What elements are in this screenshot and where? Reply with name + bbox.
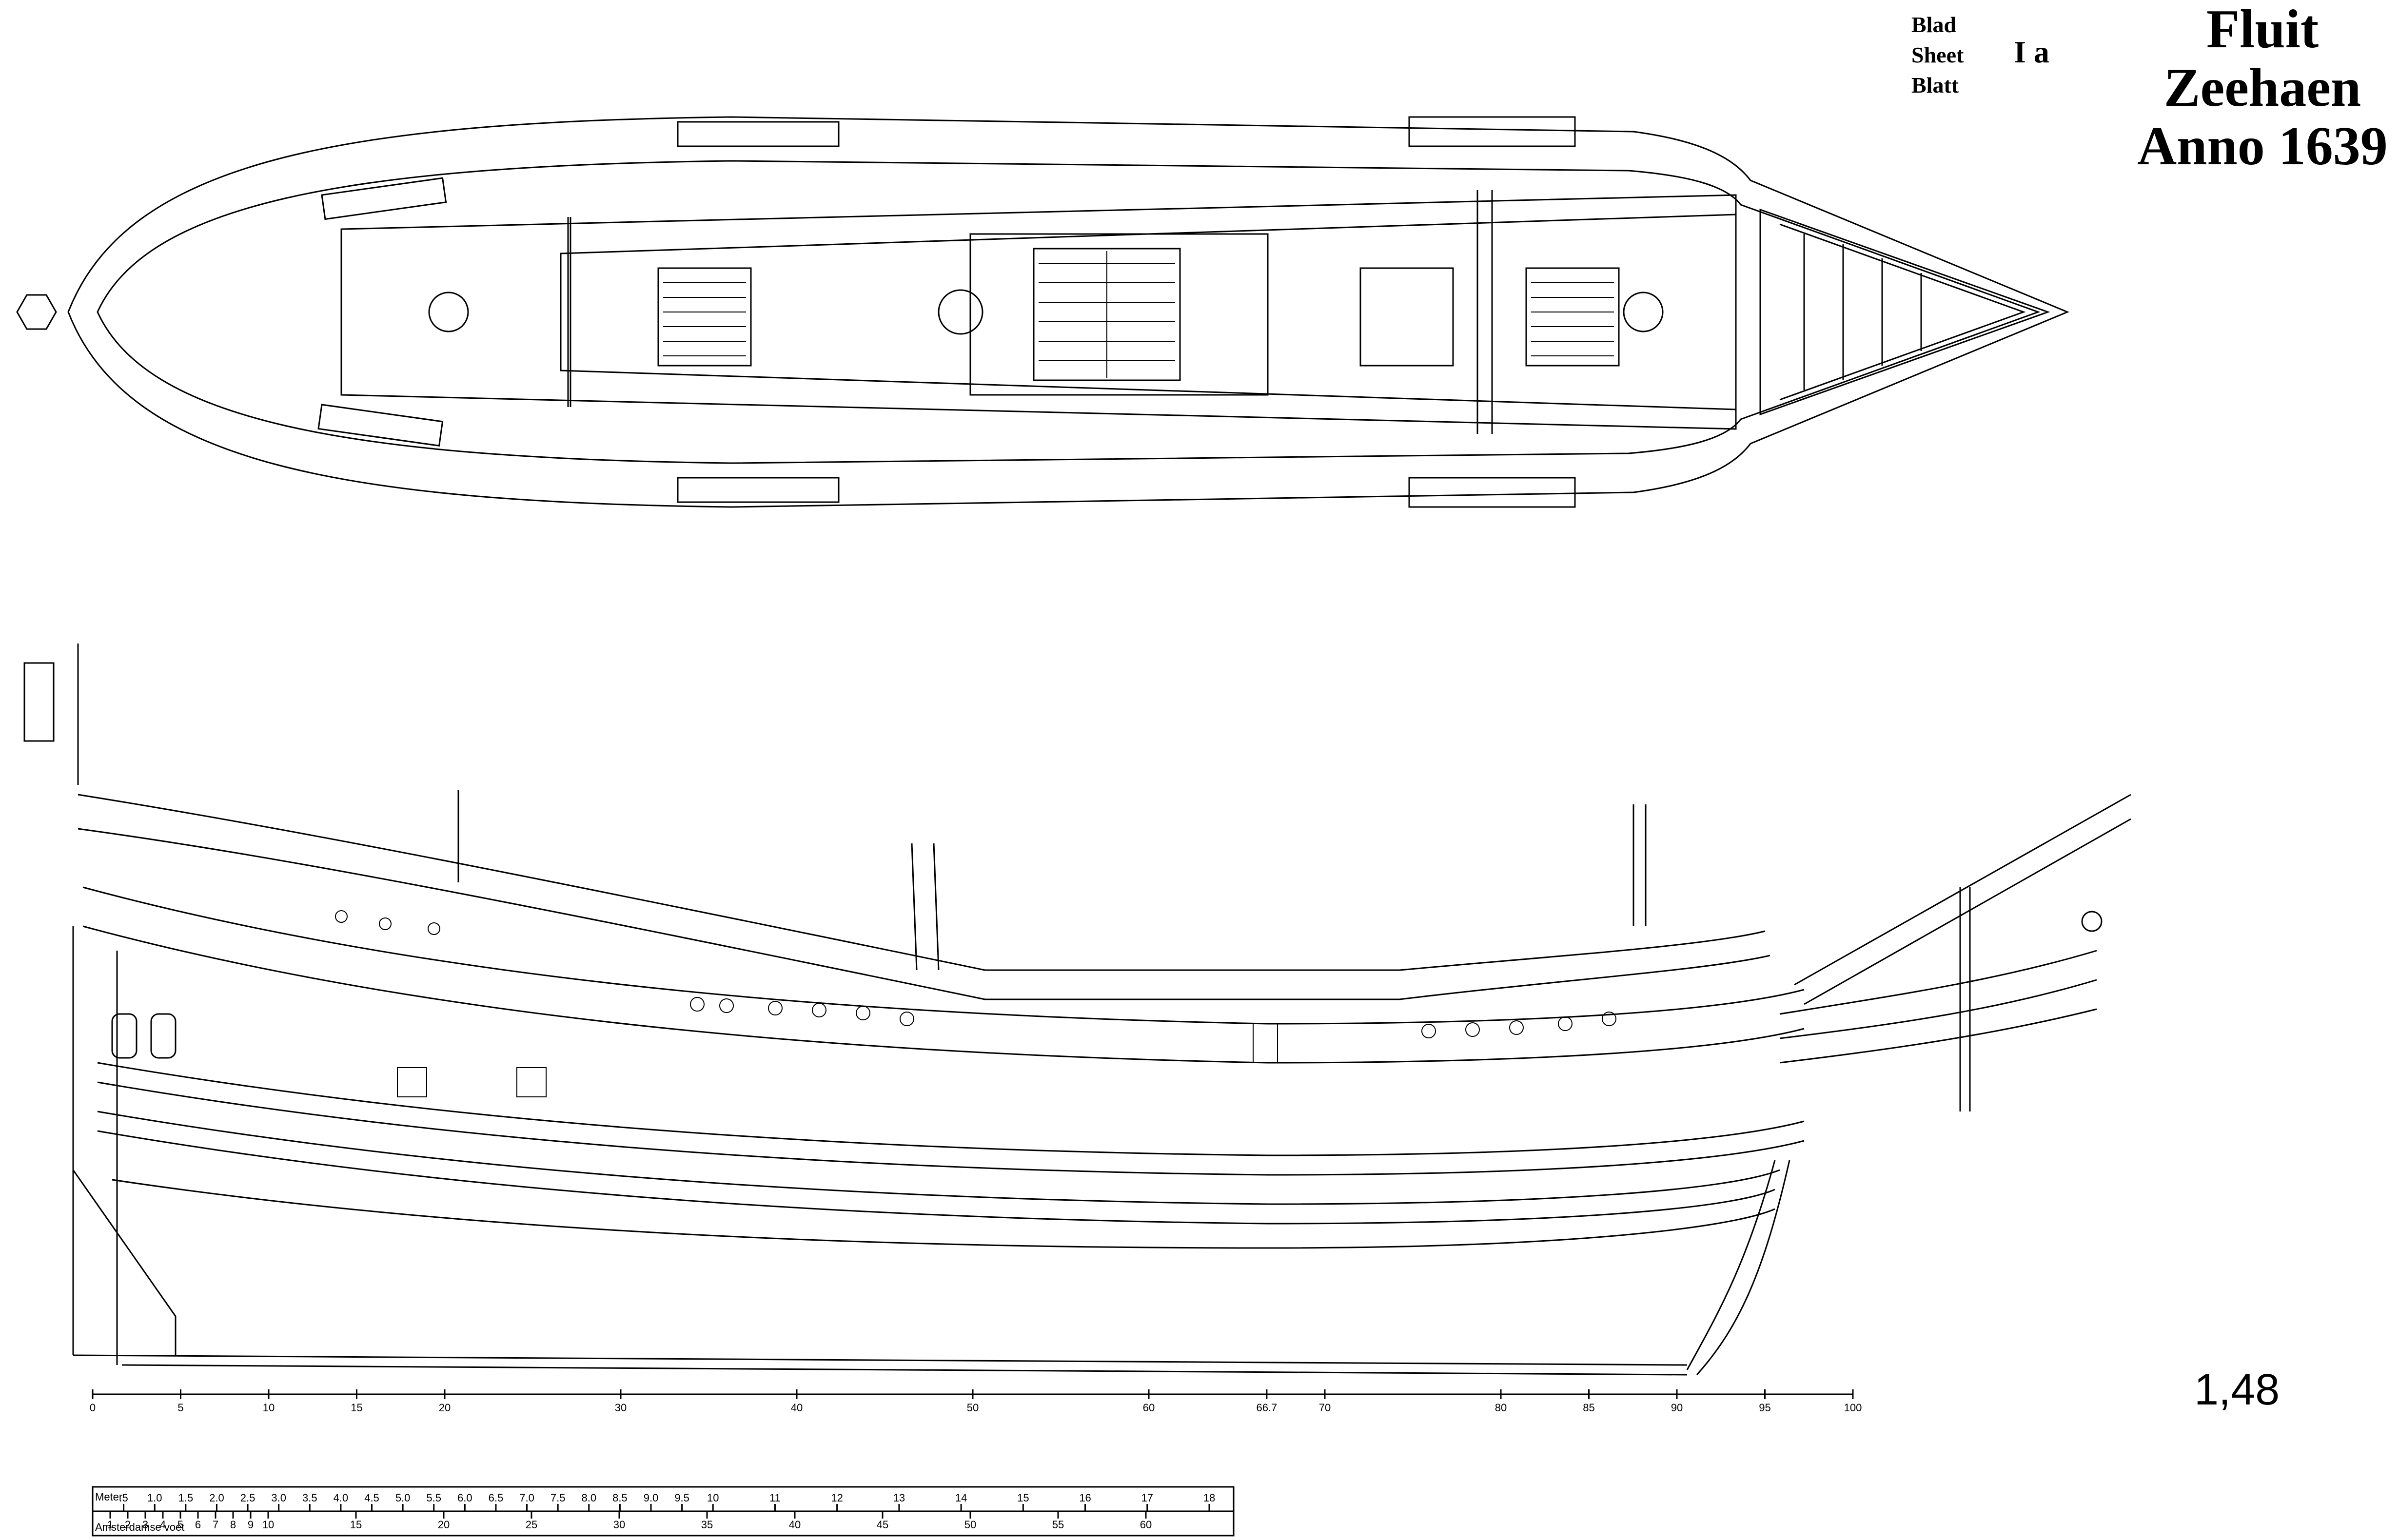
voet-tick-label: 3 <box>142 1519 148 1531</box>
scale-bar <box>92 1486 1235 1537</box>
hull-tick-label: 95 <box>1759 1402 1770 1414</box>
sheet-label-de: Blatt <box>1911 73 1959 97</box>
voet-tick-label: 6 <box>195 1519 201 1531</box>
meter-tick-label: 4.5 <box>364 1492 379 1504</box>
voet-tick-label: 1 <box>107 1519 113 1531</box>
sheet-label-nl: Blad <box>1911 12 1957 37</box>
meter-tick-label: 14 <box>955 1492 967 1504</box>
hull-tick-label: 70 <box>1319 1402 1331 1414</box>
meter-tick-label: 3.0 <box>271 1492 286 1504</box>
title-year: Anno 1639 <box>2137 116 2388 176</box>
meter-tick-label: .5 <box>119 1492 128 1504</box>
meter-tick-label: 15 <box>1017 1492 1029 1504</box>
voet-tick-label: 45 <box>877 1519 888 1531</box>
meter-tick-label: 18 <box>1203 1492 1215 1504</box>
title-name: Zeehaen <box>2163 58 2361 118</box>
sheet-number: I a <box>2014 35 2049 69</box>
voet-tick-label: 10 <box>262 1519 274 1531</box>
scale-bar-top-label: Meter <box>95 1491 122 1503</box>
meter-tick-group: .5 1.0 1.5 2.0 2.5 3.0 3.5 4.0 4.5 5.0 5.5 6.0 6.5 7.… <box>119 1492 1215 1511</box>
voet-tick-label: 60 <box>1140 1519 1152 1531</box>
hull-tick-label: 85 <box>1583 1402 1594 1414</box>
hull-tick-group: 0 5 10 15 20 30 40 50 60 66.7 70 80 85 90 95 100 <box>90 1389 1862 1414</box>
voet-tick-label: 4 <box>160 1519 166 1531</box>
hull-tick-label: 15 <box>351 1402 362 1414</box>
meter-tick-label: 9.0 <box>644 1492 659 1504</box>
voet-tick-label: 15 <box>350 1519 362 1531</box>
voet-tick-label: 40 <box>789 1519 801 1531</box>
hull-tick-label: 100 <box>1844 1402 1862 1414</box>
meter-tick-label: 3.5 <box>302 1492 317 1504</box>
meter-tick-label: 11 <box>769 1492 781 1504</box>
hull-tick-label: 0 <box>90 1402 96 1414</box>
voet-tick-label: 20 <box>438 1519 450 1531</box>
meter-tick-label: 1.5 <box>178 1492 194 1504</box>
meter-tick-label: 2.0 <box>209 1492 224 1504</box>
hull-tick-label: 40 <box>791 1402 803 1414</box>
meter-tick-label: 7.0 <box>519 1492 534 1504</box>
meter-tick-label: 8.0 <box>581 1492 596 1504</box>
meter-tick-label: 9.5 <box>674 1492 689 1504</box>
hull-tick-label: 66.7 <box>1256 1402 1277 1414</box>
meter-tick-label: 8.5 <box>612 1492 628 1504</box>
voet-tick-label: 50 <box>964 1519 976 1531</box>
meter-tick-label: 7.5 <box>551 1492 566 1504</box>
voet-tick-label: 9 <box>248 1519 254 1531</box>
meter-tick-label: 2.5 <box>240 1492 256 1504</box>
hull-tick-label: 80 <box>1495 1402 1507 1414</box>
voet-tick-label: 35 <box>701 1519 713 1531</box>
hull-tick-label: 10 <box>263 1402 275 1414</box>
meter-tick-label: 17 <box>1141 1492 1153 1504</box>
hull-tick-label: 50 <box>967 1402 979 1414</box>
hull-tick-label: 30 <box>615 1402 627 1414</box>
title-block: Fluit Zeehaen Anno 1639 <box>2126 0 2399 175</box>
voet-tick-label: 25 <box>526 1519 537 1531</box>
sheet-label-en: Sheet <box>1911 42 1964 67</box>
voet-tick-label: 30 <box>613 1519 625 1531</box>
voet-tick-label: 2 <box>125 1519 131 1531</box>
meter-tick-label: 12 <box>831 1492 843 1504</box>
voet-tick-label: 55 <box>1052 1519 1064 1531</box>
hull-tick-label: 60 <box>1143 1402 1155 1414</box>
title-type: Fluit <box>2206 0 2319 59</box>
hull-tick-label: 90 <box>1671 1402 1683 1414</box>
meter-tick-label: 1.0 <box>147 1492 162 1504</box>
meter-tick-label: 13 <box>893 1492 905 1504</box>
hull-tick-label: 20 <box>439 1402 451 1414</box>
meter-tick-label: 10 <box>707 1492 719 1504</box>
hull-tick-label: 5 <box>177 1402 183 1414</box>
meter-tick-label: 5.5 <box>426 1492 441 1504</box>
voet-tick-label: 8 <box>230 1519 236 1531</box>
meter-tick-label: 6.5 <box>489 1492 504 1504</box>
meter-tick-label: 16 <box>1079 1492 1091 1504</box>
voet-tick-label: 5 <box>177 1519 183 1531</box>
scale-bar-bottom-label: Amsterdamse voet <box>95 1521 184 1533</box>
meter-tick-label: 4.0 <box>334 1492 349 1504</box>
profile-view <box>23 643 2131 1376</box>
scale-ratio: 1,48 <box>2194 1365 2280 1414</box>
voet-tick-label: 7 <box>213 1519 218 1531</box>
meter-tick-label: 6.0 <box>457 1492 472 1504</box>
sheet-labels: Blad Sheet Blatt <box>1911 10 1964 100</box>
meter-tick-label: 5.0 <box>395 1492 411 1504</box>
deck-plan-view <box>16 116 2069 508</box>
